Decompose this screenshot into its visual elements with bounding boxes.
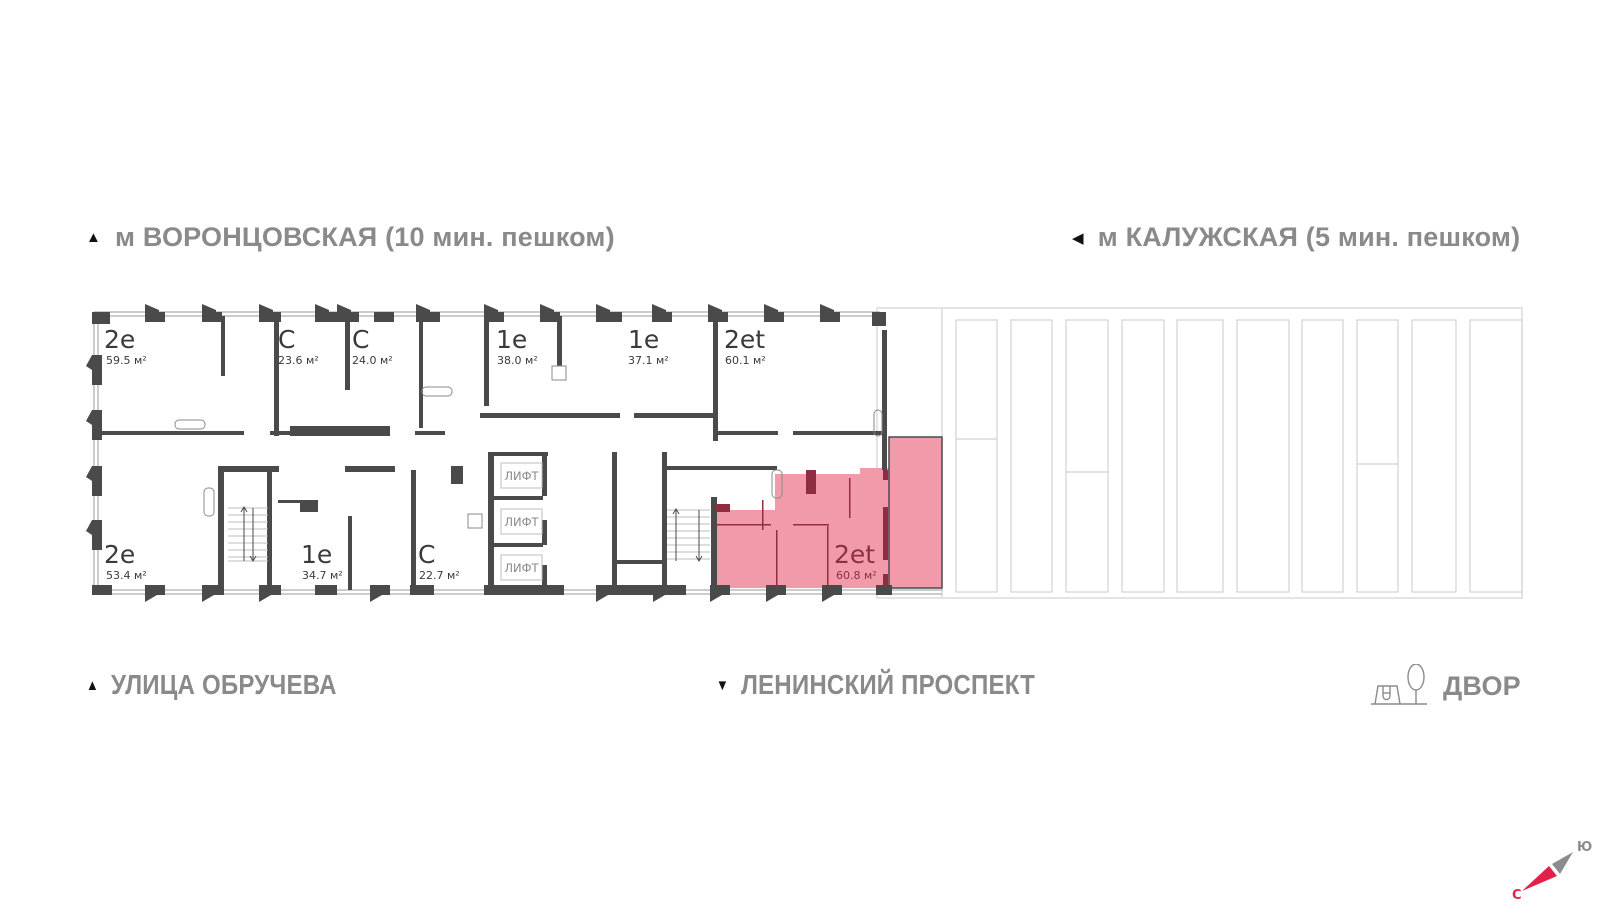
svg-text:2e: 2e (104, 325, 135, 354)
unit-2e-59-5[interactable]: 2e 59.5 м² (104, 325, 147, 367)
bathroom-fixtures (174, 365, 883, 529)
svg-text:ЛИФТ: ЛИФТ (504, 515, 539, 529)
unit-c-24-0[interactable]: C 24.0 м² (352, 325, 393, 367)
street-obrucheva-label: ▲ УЛИЦА ОБРУЧЕВА (86, 669, 337, 701)
svg-text:60.1 м²: 60.1 м² (725, 354, 766, 367)
svg-text:ЛИФТ: ЛИФТ (504, 469, 539, 483)
lift-1: ЛИФТ (500, 462, 543, 489)
svg-text:1e: 1e (496, 325, 527, 354)
svg-text:2et: 2et (834, 540, 875, 569)
lift-3: ЛИФТ (500, 554, 543, 581)
selected-unit-walls (716, 470, 888, 588)
svg-text:ЛИФТ: ЛИФТ (504, 561, 539, 575)
courtyard-label: ДВОР (1371, 664, 1521, 708)
courtyard-playground-icon (1371, 664, 1427, 705)
lift-2: ЛИФТ (500, 508, 543, 535)
unit-2et-60-1[interactable]: 2et 60.1 м² (724, 325, 766, 367)
svg-text:1e: 1e (628, 325, 659, 354)
svg-text:59.5 м²: 59.5 м² (106, 354, 147, 367)
svg-text:C: C (278, 325, 295, 354)
leninsky-prospekt-label: ▼ ЛЕНИНСКИЙ ПРОСПЕКТ (716, 669, 1035, 701)
svg-text:23.6 м²: 23.6 м² (278, 354, 319, 367)
svg-text:С: С (1512, 888, 1522, 903)
direction-down-icon: ▼ (716, 676, 729, 694)
metro-vorontsovskaya-label: ▲ м ВОРОНЦОВСКАЯ (10 мин. пешком) (86, 222, 615, 253)
svg-text:1e: 1e (301, 540, 332, 569)
stairwell-left (228, 506, 268, 562)
unit-c-22-7[interactable]: C 22.7 м² (418, 540, 460, 582)
svg-text:60.8 м²: 60.8 м² (836, 569, 877, 582)
compass-south-needle-icon (1552, 852, 1573, 874)
svg-text:37.1 м²: 37.1 м² (628, 354, 669, 367)
unit-2et-60-8-selected[interactable]: 2et 60.8 м² (834, 540, 877, 582)
street-obrucheva-text: УЛИЦА ОБРУЧЕВА (110, 669, 337, 700)
direction-left-icon: ◀ (1072, 229, 1084, 247)
svg-text:2e: 2e (104, 540, 135, 569)
unit-1e-38-0[interactable]: 1e 38.0 м² (496, 325, 538, 367)
stairwell-right (667, 508, 710, 562)
svg-text:2et: 2et (724, 325, 765, 354)
selected-unit-fill (716, 436, 943, 589)
svg-text:24.0 м²: 24.0 м² (352, 354, 393, 367)
svg-text:Ю: Ю (1577, 840, 1592, 855)
metro-kaluzhskaya-label: ◀ м КАЛУЖСКАЯ (5 мин. пешком) (1072, 222, 1520, 253)
metro-kaluzhskaya-text: м КАЛУЖСКАЯ (5 мин. пешком) (1097, 222, 1521, 252)
compass: Ю С (1512, 840, 1592, 903)
svg-text:22.7 м²: 22.7 м² (419, 569, 460, 582)
svg-text:34.7 м²: 34.7 м² (302, 569, 343, 582)
unit-c-23-6[interactable]: C 23.6 м² (278, 325, 319, 367)
walls (86, 304, 892, 602)
courtyard-text: ДВОР (1443, 670, 1521, 701)
direction-up-icon: ▲ (86, 229, 102, 246)
unit-1e-37-1[interactable]: 1e 37.1 м² (628, 325, 669, 367)
svg-text:C: C (352, 325, 369, 354)
svg-text:53.4 м²: 53.4 м² (106, 569, 147, 582)
leninsky-prospekt-text: ЛЕНИНСКИЙ ПРОСПЕКТ (740, 669, 1036, 700)
svg-text:C: C (418, 540, 435, 569)
unit-2e-53-4[interactable]: 2e 53.4 м² (104, 540, 147, 582)
svg-text:38.0 м²: 38.0 м² (497, 354, 538, 367)
unit-1e-34-7[interactable]: 1e 34.7 м² (301, 540, 343, 582)
compass-north-needle-icon (1522, 866, 1557, 891)
direction-up-icon: ▲ (86, 676, 99, 694)
metro-vorontsovskaya-text: м ВОРОНЦОВСКАЯ (10 мин. пешком) (115, 222, 615, 252)
adjacent-building-outline (876, 307, 1523, 599)
